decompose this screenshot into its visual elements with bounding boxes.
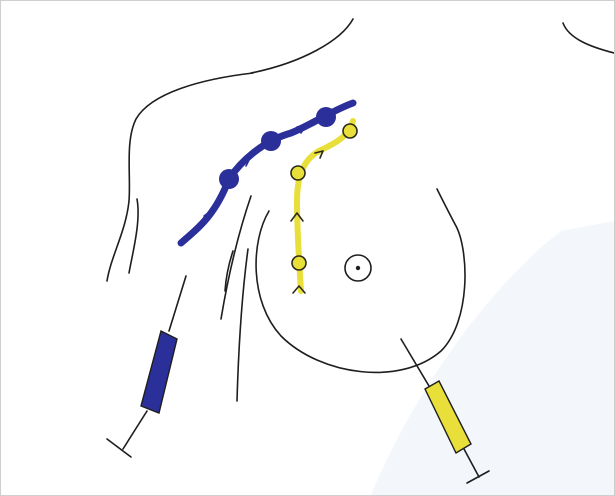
blue-syringe-plunger	[123, 411, 147, 449]
axillary-fold-small	[225, 251, 233, 291]
blue-syringe-barrel	[141, 331, 177, 413]
contralateral-shoulder-outline	[563, 23, 614, 53]
blue-syringe-needle	[169, 276, 186, 331]
blue-lymph-node-1	[219, 169, 239, 189]
yellow-lymph-node-3	[292, 256, 306, 270]
yellow-lymph-node-2	[291, 166, 305, 180]
blue-lymph-node-3	[316, 107, 336, 127]
yellow-lymph-node-1	[343, 124, 357, 138]
neck-outline	[251, 19, 353, 73]
background-shade	[371, 221, 614, 495]
blue-lymph-node-2	[261, 131, 281, 151]
axillary-fold-inner	[237, 249, 248, 401]
upper-arm-outline	[129, 199, 138, 273]
nipple	[356, 266, 360, 270]
blue-syringe	[107, 276, 186, 457]
